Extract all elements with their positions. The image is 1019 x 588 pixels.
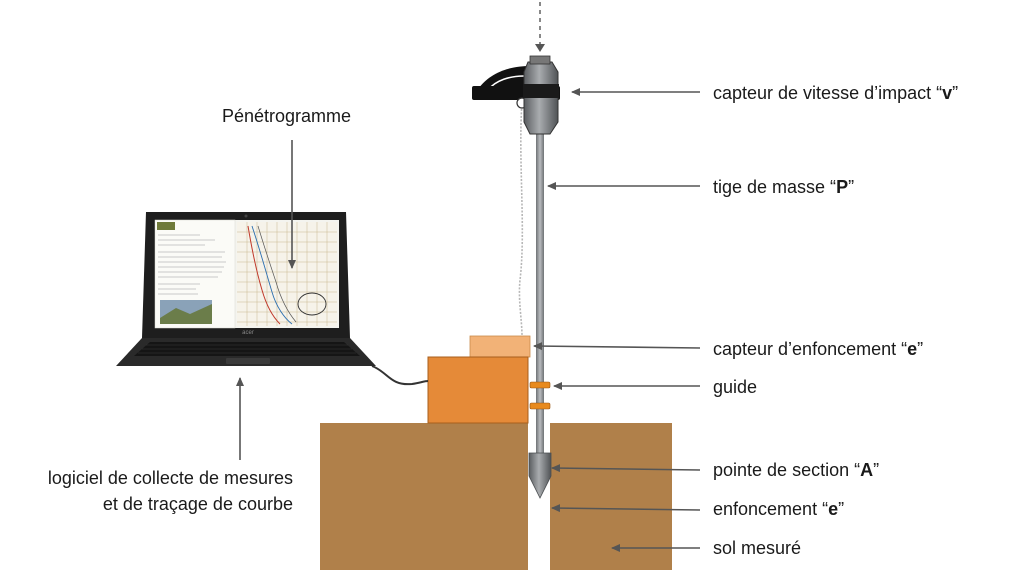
- quote-close: ”: [917, 339, 924, 359]
- label-rod-text: tige de masse “: [713, 177, 837, 197]
- label-impact-sensor-text: capteur de vitesse d’impact “: [713, 83, 943, 103]
- label-software: logiciel de collecte de mesures et de tr…: [11, 465, 293, 517]
- arrow-depth-sensor: [533, 342, 701, 351]
- label-software-line1: logiciel de collecte de mesures: [47, 468, 293, 488]
- label-rod-var: P: [836, 177, 849, 197]
- label-rod: tige de masse “P”: [713, 176, 854, 198]
- label-tip-text: pointe de section “: [713, 460, 861, 480]
- label-depth-sensor-var: e: [907, 339, 918, 359]
- quote-close: ”: [838, 499, 845, 519]
- impact-speed-sensor: [472, 55, 560, 135]
- guide-lower: [529, 402, 551, 410]
- laptop: acer: [116, 212, 376, 366]
- laptop-brand: acer: [242, 330, 254, 336]
- acquisition-box: [427, 356, 529, 424]
- quote-close: ”: [952, 83, 959, 103]
- drop-arrowhead: [535, 44, 545, 52]
- label-tip: pointe de section “A”: [713, 459, 879, 481]
- label-penetration: enfoncement “e”: [713, 498, 844, 520]
- quote-close: ”: [848, 177, 855, 197]
- cone-tip: [528, 452, 552, 499]
- rod: [536, 134, 544, 454]
- depth-sensor-box: [469, 335, 531, 358]
- label-penetrogramme: Pénétrogramme: [222, 106, 352, 126]
- label-tip-var: A: [860, 460, 874, 480]
- label-guide: guide: [713, 377, 758, 397]
- label-depth-sensor-text: capteur d’enfoncement “: [713, 339, 908, 359]
- label-soil: sol mesuré: [713, 538, 802, 558]
- label-impact-sensor: capteur de vitesse d’impact “v”: [713, 82, 958, 104]
- label-software-line2: et de traçage de courbe: [102, 494, 293, 514]
- arrow-penetration: [551, 504, 701, 513]
- guide-upper: [529, 381, 551, 389]
- label-impact-sensor-var: v: [942, 83, 953, 103]
- label-depth-sensor: capteur d’enfoncement “e”: [713, 338, 923, 360]
- quote-close: ”: [873, 460, 880, 480]
- label-penetration-text: enfoncement “: [713, 499, 829, 519]
- cable: [371, 365, 429, 386]
- arrow-tip: [551, 464, 701, 473]
- rope: [518, 101, 524, 337]
- label-penetration-var: e: [828, 499, 839, 519]
- soil: [320, 423, 672, 570]
